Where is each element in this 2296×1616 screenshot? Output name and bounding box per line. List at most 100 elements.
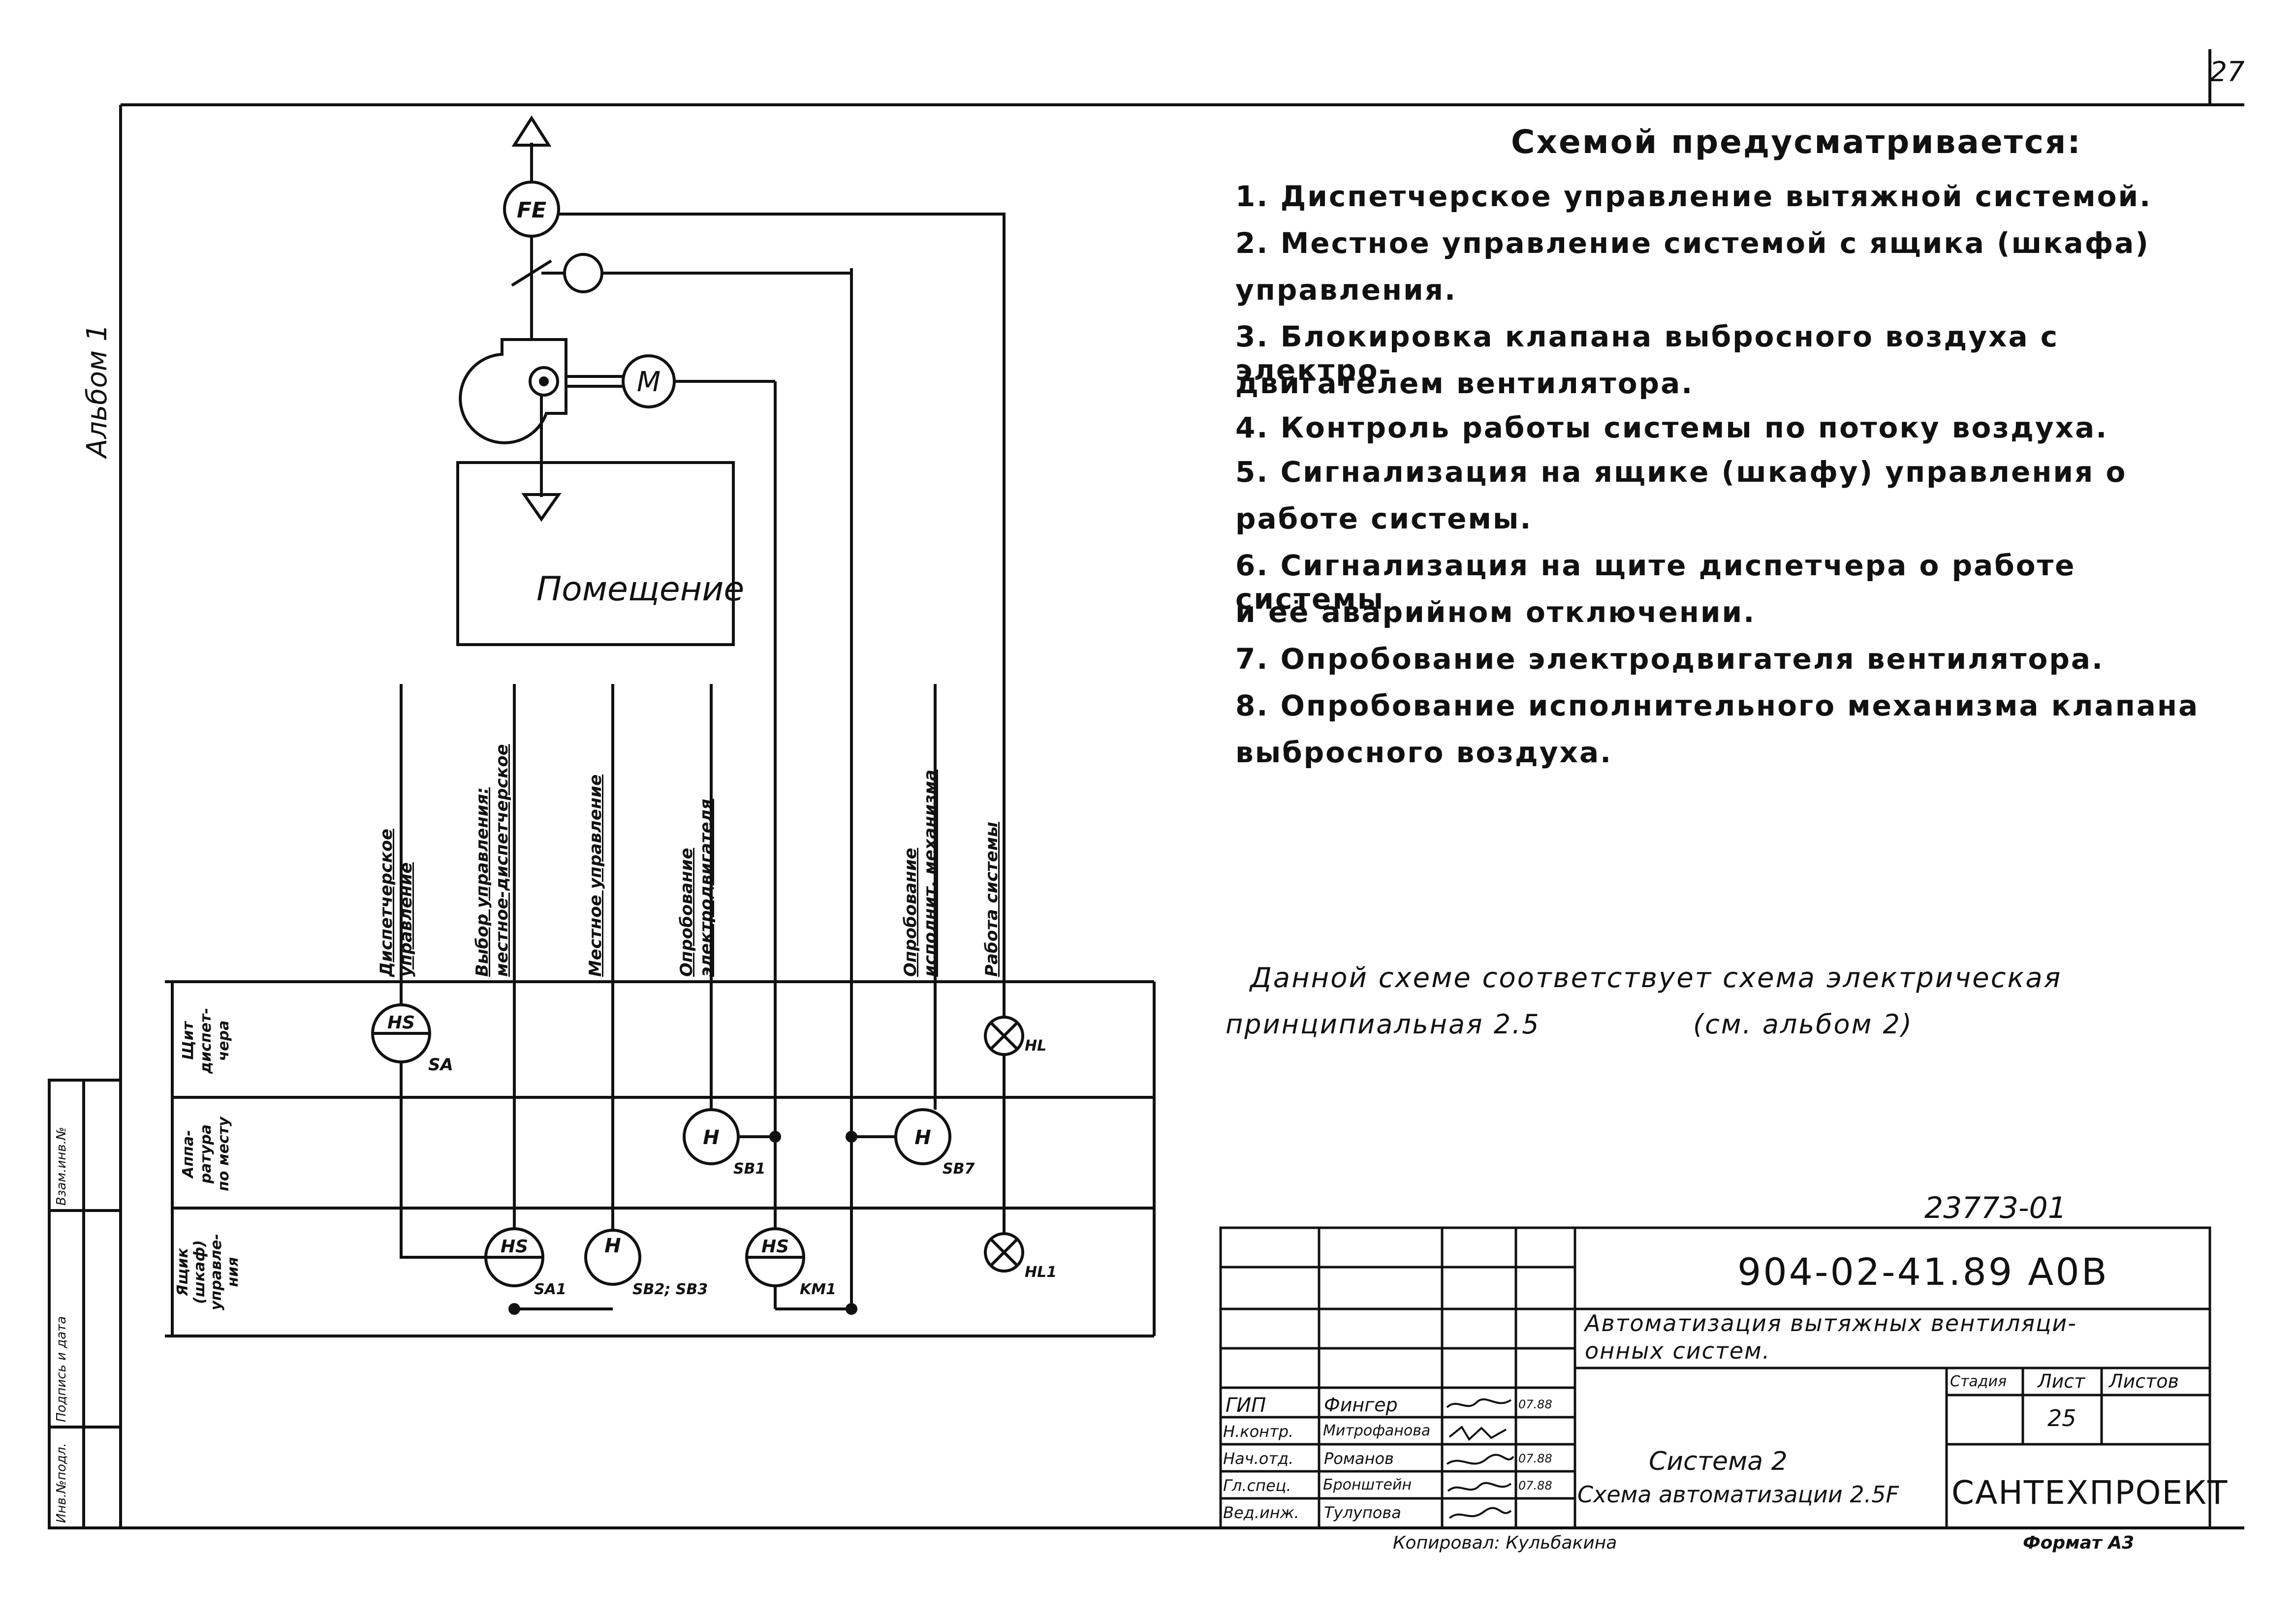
device-code: H bbox=[604, 1235, 621, 1257]
signature-scribble bbox=[1448, 1507, 1512, 1519]
damper-blade-icon bbox=[511, 259, 552, 287]
device-tag: SB2; SB3 bbox=[632, 1281, 708, 1298]
lamp-hl-top-icon bbox=[984, 1016, 1024, 1056]
device-tag: SA1 bbox=[534, 1281, 566, 1298]
album-side-label: Альбом 1 bbox=[81, 324, 113, 458]
signature-scribble bbox=[1447, 1482, 1512, 1492]
signature-role: ГИП bbox=[1226, 1394, 1266, 1417]
intake-arrow-icon bbox=[521, 493, 562, 522]
button-sb7-icon bbox=[894, 1108, 951, 1165]
row-label-line: управле- bbox=[208, 1234, 225, 1310]
notes-line: 5. Сигнализация на ящике (шкафу) управле… bbox=[1235, 455, 2127, 489]
junction-dot bbox=[769, 1131, 781, 1143]
function-label-line: Выбор управления: bbox=[472, 787, 492, 977]
row-label-line: (шкаф) bbox=[191, 1240, 208, 1304]
sheet-value: 25 bbox=[2047, 1405, 2076, 1431]
notes-line: 1. Диспетчерское управление вытяжной сис… bbox=[1235, 180, 2152, 213]
function-label-line: Опробование bbox=[901, 847, 920, 977]
device-tag: HL1 bbox=[1025, 1264, 1057, 1281]
button-sb2-sb3-icon bbox=[584, 1229, 641, 1286]
signature-scribble bbox=[1446, 1454, 1514, 1465]
damper-actuator-icon bbox=[563, 253, 603, 293]
function-label: Выбор управления: местное-диспетчерское bbox=[472, 744, 512, 977]
row-label-line: ратура bbox=[197, 1124, 215, 1184]
row-label-dispatcher: Щит диспет- чера bbox=[180, 992, 233, 1090]
title-block bbox=[1219, 1226, 2211, 1529]
copied-by: Копировал: Кульбакина bbox=[1393, 1533, 1617, 1553]
document-code: 904-02-41.89 А0В bbox=[1737, 1250, 2109, 1294]
fan-hub-dot bbox=[539, 376, 549, 386]
fan-hub-icon bbox=[529, 366, 559, 397]
sheet-header: Лист bbox=[2038, 1370, 2085, 1392]
row-label-line: Аппа- bbox=[180, 1130, 197, 1178]
row-label-cabinet: Ящик (шкаф) управле- ния bbox=[174, 1213, 242, 1331]
switch-hs-sa1-icon bbox=[484, 1227, 544, 1287]
side-stamp-label: Подпись и дата bbox=[54, 1316, 69, 1422]
flow-sensor-label: FE bbox=[517, 198, 546, 223]
function-label-line: управление bbox=[396, 862, 416, 977]
device-code: H bbox=[914, 1126, 931, 1149]
switch-hs-km1-icon bbox=[745, 1227, 805, 1287]
signature-date: 07.88 bbox=[1518, 1479, 1552, 1492]
row-label-local: Аппа- ратура по месту bbox=[180, 1105, 233, 1203]
reference-note-line1: Данной схеме соответствует схема электри… bbox=[1250, 962, 2062, 994]
organization-name: САНТЕХПРОЕКТ bbox=[1951, 1474, 2229, 1512]
signature-scribble bbox=[1448, 1426, 1507, 1441]
signature-name: Тулупова bbox=[1324, 1503, 1401, 1522]
notes-line: и её аварийном отключении. bbox=[1235, 595, 1756, 629]
motor-label: M bbox=[637, 366, 660, 398]
reference-note-line2b: (см. альбом 2) bbox=[1693, 1009, 1913, 1040]
reference-note-line2a: принципиальная 2.5 bbox=[1226, 1009, 1541, 1040]
notes-line: 8. Опробование исполнительного механизма… bbox=[1235, 689, 2200, 722]
row-label-line: ния bbox=[224, 1257, 242, 1287]
sheet-format: Формат А3 bbox=[2023, 1533, 2135, 1553]
side-stamp-label: Взам.инв.№ bbox=[54, 1127, 69, 1206]
signal-wire bbox=[559, 213, 1006, 684]
function-label-line: электродвигателя bbox=[696, 799, 716, 977]
notes-line: выбросного воздуха. bbox=[1235, 736, 1613, 769]
row-label-line: Ящик bbox=[174, 1248, 191, 1296]
notes-heading: Схемой предусматривается: bbox=[1511, 123, 2082, 161]
junction-dot bbox=[508, 1303, 520, 1315]
function-label-line: Опробование bbox=[677, 847, 696, 977]
notes-line: 6. Сигнализация на щите диспетчера о раб… bbox=[1235, 549, 2076, 616]
notes-line: 2. Местное управление системой с ящика (… bbox=[1235, 226, 2150, 260]
device-tag: SB7 bbox=[943, 1160, 975, 1178]
function-label-line: местное-диспетчерское bbox=[492, 744, 512, 977]
project-title-line2: онных систем. bbox=[1585, 1337, 1771, 1364]
function-label: Опробование исполнит. механизма bbox=[901, 770, 940, 977]
device-code: HS bbox=[387, 1013, 415, 1033]
signature-name: Романов bbox=[1324, 1449, 1394, 1468]
function-label-line: Диспетчерское bbox=[377, 829, 396, 977]
exhaust-arrow-icon bbox=[511, 115, 552, 147]
function-label-line: Местное управление bbox=[586, 774, 605, 977]
junction-dot bbox=[846, 1303, 857, 1315]
function-label: Опробование электродвигателя bbox=[677, 799, 716, 977]
device-tag: HL bbox=[1025, 1037, 1046, 1055]
room-box bbox=[456, 461, 735, 646]
signature-name: Фингер bbox=[1324, 1394, 1398, 1416]
notes-line: работе системы. bbox=[1235, 502, 1533, 535]
signal-wire bbox=[400, 684, 490, 1259]
inventory-number: 23773-01 bbox=[1924, 1191, 2067, 1225]
signature-role: Нач.отд. bbox=[1223, 1449, 1294, 1468]
drawing-title-line2: Схема автоматизации 2.5F bbox=[1577, 1481, 1899, 1508]
notes-line: 7. Опробование электродвигателя вентилят… bbox=[1235, 642, 2105, 676]
row-label-line: чера bbox=[215, 1020, 232, 1061]
project-title-line1: Автоматизация вытяжных вентиляци- bbox=[1585, 1310, 2077, 1336]
notes-line: 4. Контроль работы системы по потоку воз… bbox=[1235, 411, 2108, 444]
row-label-line: диспет- bbox=[197, 1008, 215, 1074]
signature-name: Митрофанова bbox=[1323, 1422, 1431, 1439]
signature-scribble bbox=[1446, 1398, 1512, 1408]
lamp-hl1-icon bbox=[984, 1232, 1024, 1273]
signature-role: Вед.инж. bbox=[1223, 1503, 1299, 1522]
signature-date: 07.88 bbox=[1518, 1398, 1552, 1411]
button-sb1-icon bbox=[683, 1108, 740, 1165]
room-label: Помещение bbox=[536, 570, 744, 609]
junction-dot bbox=[846, 1131, 857, 1143]
side-stamp-label: Инв.№подл. bbox=[54, 1443, 69, 1523]
signature-role: Гл.спец. bbox=[1223, 1476, 1291, 1495]
signature-date: 07.88 bbox=[1518, 1452, 1552, 1465]
notes-line: управления. bbox=[1235, 273, 1457, 307]
